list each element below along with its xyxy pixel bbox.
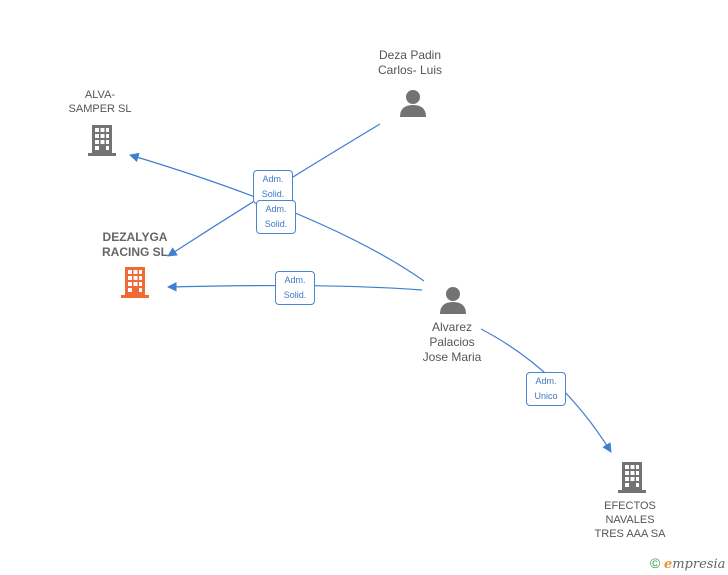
edge-label-line: Adm. [284, 275, 306, 285]
edge-alvarez-to-alva [129, 152, 425, 282]
edge-label-line: Solid. [264, 219, 288, 229]
edge-label-line: Adm. [535, 376, 557, 386]
edge-label-line: Unico [534, 391, 558, 401]
node-label-line: Carlos- Luis [377, 63, 443, 77]
edge-label-role[interactable]: Adm. Solid. [253, 170, 293, 204]
edge-label-line: Solid. [283, 290, 307, 300]
node-label-deza: Deza Padin Carlos- Luis [363, 48, 457, 78]
building-icon[interactable] [119, 265, 151, 299]
node-label-line: TRES AAA SA [594, 528, 666, 540]
building-icon[interactable] [86, 123, 118, 157]
node-label-line: EFECTOS [604, 500, 656, 512]
brand-name: mpresia [672, 557, 726, 572]
node-label-line: Jose Maria [422, 350, 482, 364]
node-label-line: Deza Padin [378, 48, 442, 62]
node-label-line: DEZALYGA [102, 230, 168, 244]
node-label-line: Alvarez [431, 320, 472, 334]
node-label-line: NAVALES [605, 514, 655, 526]
edge-label-line: Solid. [261, 189, 285, 199]
person-icon[interactable] [398, 88, 428, 118]
node-label-line: Palacios [429, 335, 475, 349]
edge-label-line: Adm. [265, 204, 287, 214]
brand-initial: e [663, 557, 673, 572]
node-label-line: SAMPER SL [68, 103, 132, 115]
node-label-efectos: EFECTOS NAVALES TRES AAA SA [580, 499, 680, 541]
node-label-line: RACING SL [102, 245, 168, 259]
building-icon[interactable] [616, 460, 648, 494]
edge-label-role[interactable]: Adm. Unico [526, 372, 566, 406]
node-label-dezalyga: DEZALYGA RACING SL [85, 230, 185, 260]
node-label-line: ALVA- [84, 89, 116, 101]
edge-label-line: Adm. [262, 174, 284, 184]
brand-watermark: © empresia [650, 555, 725, 572]
edge-label-role[interactable]: Adm. Solid. [256, 200, 296, 234]
copyright-icon: © [650, 555, 661, 571]
person-icon[interactable] [438, 285, 468, 315]
node-label-alva: ALVA- SAMPER SL [55, 88, 145, 116]
edge-label-role[interactable]: Adm. Solid. [275, 271, 315, 305]
node-label-alvarez: Alvarez Palacios Jose Maria [405, 320, 499, 365]
